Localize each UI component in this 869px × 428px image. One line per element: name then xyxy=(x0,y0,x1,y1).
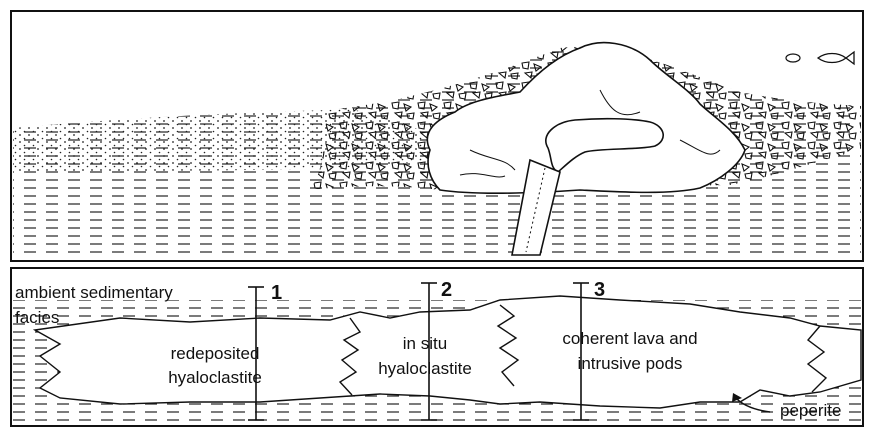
section-number-2: 2 xyxy=(441,279,452,302)
in-situ-label-line2: hyaloclastite xyxy=(360,358,490,379)
facies-label: facies xyxy=(15,307,59,328)
in-situ-label-line1: in situ xyxy=(360,333,490,354)
section-number-1: 1 xyxy=(271,282,282,305)
coherent-lava-label-line1: coherent lava and xyxy=(530,328,730,349)
coherent-lava-label-line2: intrusive pods xyxy=(530,353,730,374)
peperite-label: peperite xyxy=(780,400,841,421)
redeposited-label-line2: hyaloclastite xyxy=(130,367,300,388)
section-number-3: 3 xyxy=(594,279,605,302)
cross-section-panel xyxy=(11,11,863,261)
redeposited-label-line1: redeposited xyxy=(130,343,300,364)
ambient-sedimentary-label: ambient sedimentary xyxy=(15,282,173,303)
